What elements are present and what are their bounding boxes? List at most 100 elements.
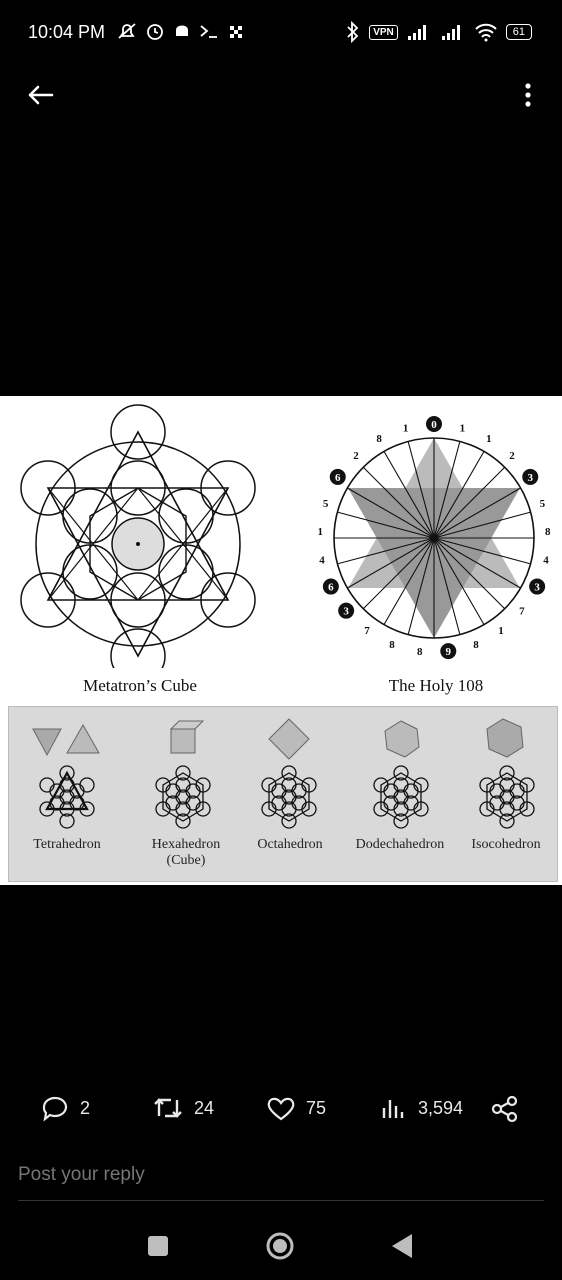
wheel-number: 3 bbox=[528, 472, 534, 484]
like-button[interactable]: 75 bbox=[266, 1094, 326, 1122]
solid-diagram-circle bbox=[49, 783, 65, 799]
silent-alarm-icon bbox=[118, 23, 136, 39]
wheel-number: 6 bbox=[328, 582, 334, 594]
reply-composer bbox=[18, 1164, 544, 1201]
solid-diagram-circle bbox=[499, 813, 515, 829]
wheel-number: 2 bbox=[509, 450, 515, 462]
solid-diagram-circle bbox=[59, 813, 75, 829]
solid-diagram-circle bbox=[175, 813, 191, 829]
like-count: 75 bbox=[306, 1097, 327, 1118]
solid-diagram-circle bbox=[165, 795, 181, 811]
alarm-icon bbox=[147, 24, 163, 40]
solid-diagram-circle bbox=[509, 783, 525, 799]
solid-diagram-circle bbox=[39, 777, 55, 793]
solid-label-tetrahedron: Tetrahedron bbox=[33, 837, 101, 852]
wheel-number: 1 bbox=[486, 433, 492, 445]
more-options-icon[interactable] bbox=[518, 78, 538, 112]
repost-button[interactable]: 24 bbox=[152, 1094, 214, 1122]
wheel-number: 8 bbox=[389, 639, 395, 651]
wheel-number-badge bbox=[522, 468, 539, 485]
wheel-spoke bbox=[407, 441, 435, 539]
back-arrow-icon[interactable] bbox=[24, 78, 58, 112]
bluetooth-icon bbox=[347, 20, 359, 44]
wheel-number: 1 bbox=[498, 625, 504, 637]
metatron-caption: Metatron’s Cube bbox=[83, 676, 197, 695]
wheel-spoke bbox=[433, 537, 531, 565]
solid-diagram-circle bbox=[69, 783, 85, 799]
views-count: 3,594 bbox=[418, 1097, 464, 1118]
solid-diagram-outline bbox=[380, 772, 422, 822]
scan-icon bbox=[230, 26, 242, 38]
solid-label-hexahedron: Hexahedron(Cube) bbox=[151, 837, 221, 868]
wheel-number-badge bbox=[529, 578, 546, 595]
platonic-solids-panel: Tetrahedron Hexahedron(Cube) Octahedron … bbox=[8, 706, 558, 882]
solid-diagram-circle bbox=[281, 813, 297, 829]
reply-button[interactable]: 2 bbox=[40, 1094, 90, 1122]
wheel-spoke bbox=[407, 537, 435, 635]
wheel-spoke bbox=[337, 537, 435, 565]
solid-diagram-circle bbox=[165, 783, 181, 799]
wheel-number: 7 bbox=[519, 606, 525, 618]
solid-diagram-circle bbox=[175, 765, 191, 781]
wifi-icon bbox=[475, 23, 497, 42]
metatron-cube-illustration bbox=[20, 404, 256, 668]
wheel-number-badge bbox=[322, 578, 339, 595]
wheel-number-badge bbox=[329, 468, 346, 485]
signal-icon-2 bbox=[441, 25, 460, 40]
battery-icon: 61 bbox=[505, 24, 532, 40]
wheel-spoke bbox=[433, 537, 521, 589]
wheel-number: 1 bbox=[403, 423, 409, 435]
solid-diagram-circle bbox=[393, 813, 409, 829]
solid-diagram-circle bbox=[383, 783, 399, 799]
wheel-number: 1 bbox=[317, 526, 323, 538]
action-bar: 2 24 75 3,594 bbox=[0, 1090, 562, 1130]
wheel-number: 9 bbox=[446, 646, 452, 658]
reply-count: 2 bbox=[80, 1097, 91, 1118]
solid-diagram-outline bbox=[45, 770, 89, 811]
wheel-spoke bbox=[362, 466, 435, 539]
wheel-number-badge bbox=[426, 416, 442, 432]
wheel-spoke bbox=[433, 451, 485, 539]
repost-icon bbox=[154, 1098, 182, 1118]
app-notification-icon bbox=[176, 25, 188, 36]
wheel-spoke bbox=[433, 487, 521, 539]
wheel-number: 8 bbox=[473, 639, 479, 651]
wheel-number: 2 bbox=[353, 450, 359, 462]
views-button[interactable]: 3,594 bbox=[380, 1094, 463, 1122]
wheel-number: 1 bbox=[460, 423, 466, 435]
holy-108-caption: The Holy 108 bbox=[388, 676, 484, 695]
solid-diagram-circle bbox=[291, 783, 307, 799]
wheel-number: 8 bbox=[417, 646, 423, 658]
wheel-spoke bbox=[347, 487, 435, 539]
system-nav-bar bbox=[0, 1222, 562, 1280]
recents-button-icon[interactable] bbox=[146, 1234, 170, 1258]
wheel-spoke bbox=[433, 511, 531, 539]
back-button-icon[interactable] bbox=[390, 1232, 414, 1260]
home-button-icon[interactable] bbox=[264, 1230, 296, 1262]
solid-diagram-outline bbox=[268, 772, 310, 822]
wheel-number: 3 bbox=[534, 582, 540, 594]
wheel-number: 5 bbox=[323, 498, 329, 510]
solid-diagram-circle bbox=[403, 783, 419, 799]
wheel-spoke bbox=[433, 466, 506, 539]
wheel-number-badge bbox=[440, 643, 457, 660]
wheel-spoke bbox=[383, 451, 435, 539]
wheel-number: 4 bbox=[319, 554, 325, 566]
share-icon[interactable] bbox=[490, 1094, 520, 1124]
wheel-spoke bbox=[383, 537, 435, 625]
reply-icon bbox=[42, 1096, 68, 1122]
solid-diagram-circle bbox=[281, 765, 297, 781]
wheel-spoke bbox=[433, 537, 461, 635]
solid-diagram-circle bbox=[59, 765, 75, 781]
terminal-icon bbox=[200, 25, 217, 38]
solid-diagram-circle bbox=[271, 783, 287, 799]
wheel-number-badge bbox=[338, 602, 355, 619]
vpn-badge: VPN bbox=[369, 24, 398, 40]
reply-input[interactable] bbox=[18, 1164, 544, 1186]
wheel-number: 5 bbox=[540, 498, 546, 510]
wheel-spoke bbox=[433, 537, 506, 610]
solid-diagram-circle bbox=[271, 795, 287, 811]
solid-diagram-circle bbox=[489, 783, 505, 799]
wheel-number: 8 bbox=[376, 433, 382, 445]
